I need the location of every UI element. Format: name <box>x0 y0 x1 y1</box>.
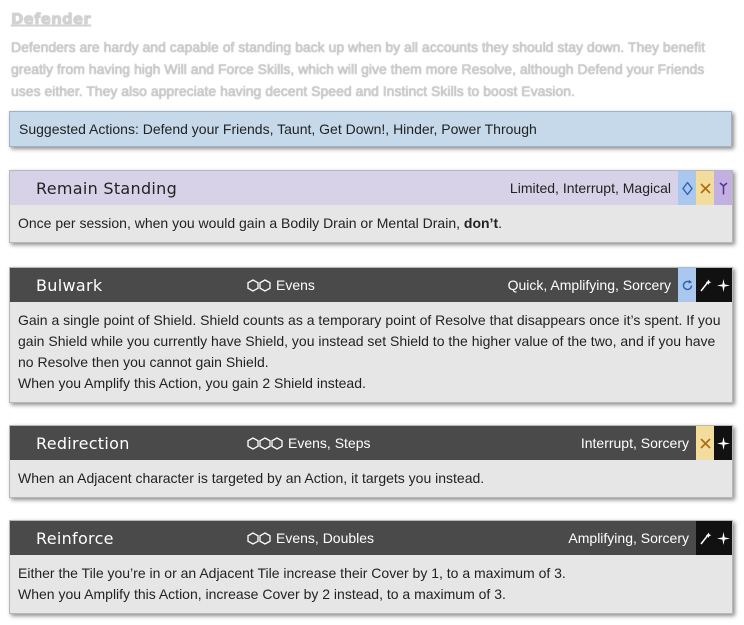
crossed-swords-icon <box>696 426 714 460</box>
card-name: Redirection <box>36 433 130 453</box>
cost-hexes <box>247 279 271 292</box>
action-card-reinforce: Reinforce Evens, Doubles Amplifying, Sor… <box>9 520 733 614</box>
card-icons <box>678 268 732 302</box>
card-icons <box>696 426 732 460</box>
wand-icon <box>696 521 714 555</box>
wand-icon <box>696 268 714 302</box>
crossed-swords-icon <box>696 171 714 205</box>
cycle-icon <box>678 268 696 302</box>
hex-icon <box>259 437 271 450</box>
cost-text: Evens, Doubles <box>276 530 375 546</box>
card-header: Bulwark Evens Quick, Amplifying, Sorcery <box>10 268 732 302</box>
card-icons <box>678 171 732 205</box>
class-intro: Defender Defenders are hardy and capable… <box>11 10 735 102</box>
sparkle-icon <box>714 426 732 460</box>
card-body: When an Adjacent character is targeted b… <box>10 460 732 497</box>
suggested-actions-box: Suggested Actions: Defend your Friends, … <box>9 111 732 147</box>
hex-icon <box>259 279 271 292</box>
card-tags: Amplifying, Sorcery <box>568 530 689 546</box>
staff-icon <box>714 171 732 205</box>
card-text: Either the Tile you’re in or an Adjacent… <box>18 565 566 581</box>
hex-icon <box>271 437 283 450</box>
card-text-part: Once per session, when you would gain a … <box>18 215 464 231</box>
suggested-actions-text: Suggested Actions: Defend your Friends, … <box>19 121 537 137</box>
hex-icon <box>247 279 259 292</box>
hex-icon <box>259 532 271 545</box>
card-cost: Evens, Doubles <box>247 530 374 546</box>
card-text-part: . <box>498 215 503 231</box>
card-name: Reinforce <box>36 528 114 548</box>
card-name: Remain Standing <box>36 178 178 198</box>
card-text: When an Adjacent character is targeted b… <box>18 470 485 486</box>
cost-text: Evens <box>276 277 315 293</box>
action-card-remain-standing: Remain Standing Limited, Interrupt, Magi… <box>9 170 733 243</box>
card-header: Redirection Evens, Steps Interrupt, Sorc… <box>10 426 732 460</box>
card-tags: Interrupt, Sorcery <box>580 435 689 451</box>
card-tags: Limited, Interrupt, Magical <box>509 180 671 196</box>
card-text: When you Amplify this Action, increase C… <box>18 586 506 602</box>
card-header: Reinforce Evens, Doubles Amplifying, Sor… <box>10 521 732 555</box>
card-cost: Evens <box>247 277 315 293</box>
action-card-bulwark: Bulwark Evens Quick, Amplifying, Sorcery… <box>9 267 733 403</box>
sparkle-icon <box>714 521 732 555</box>
card-body: Once per session, when you would gain a … <box>10 205 732 242</box>
class-description: Defenders are hardy and capable of stand… <box>11 39 705 99</box>
hex-icon <box>247 532 259 545</box>
card-tags: Quick, Amplifying, Sorcery <box>507 277 671 293</box>
cost-hexes <box>247 532 271 545</box>
sparkle-icon <box>714 268 732 302</box>
card-body: Either the Tile you’re in or an Adjacent… <box>10 555 732 613</box>
card-text: Gain a single point of Shield. Shield co… <box>18 312 721 370</box>
card-icons <box>696 521 732 555</box>
hex-icon <box>247 437 259 450</box>
card-header: Remain Standing Limited, Interrupt, Magi… <box>10 171 732 205</box>
card-cost: Evens, Steps <box>247 435 371 451</box>
diamond-icon <box>678 171 696 205</box>
action-card-redirection: Redirection Evens, Steps Interrupt, Sorc… <box>9 425 733 498</box>
cost-hexes <box>247 437 283 450</box>
card-text: When you Amplify this Action, you gain 2… <box>18 375 366 391</box>
card-text: Once per session, when you would gain a … <box>18 213 724 234</box>
card-name: Bulwark <box>36 275 103 295</box>
card-text-emphasis: don’t <box>463 215 499 231</box>
cost-text: Evens, Steps <box>288 435 371 451</box>
card-body: Gain a single point of Shield. Shield co… <box>10 302 732 402</box>
class-title: Defender <box>11 10 91 28</box>
